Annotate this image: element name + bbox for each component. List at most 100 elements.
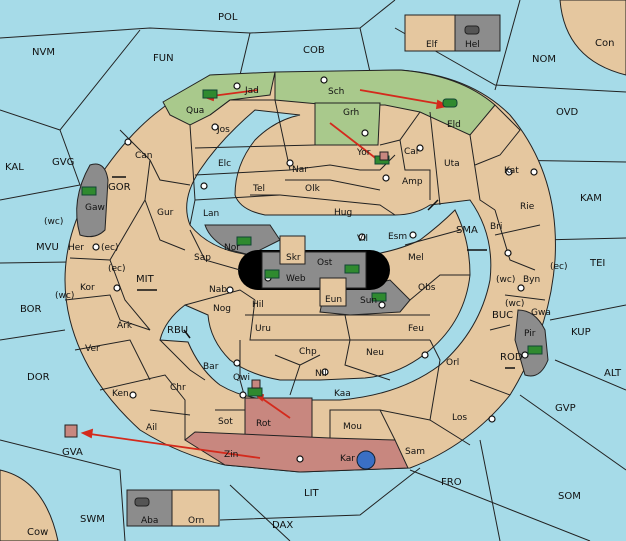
army-icon (527, 345, 543, 355)
map-label: DAX (272, 520, 293, 531)
map-label: Rot (256, 419, 271, 429)
map-label: Sun (360, 296, 377, 306)
map-label: LIT (304, 488, 320, 499)
map-label: Bar (203, 362, 219, 372)
map-label: Sap (194, 253, 211, 263)
fleet-icon (442, 98, 458, 108)
units (64, 25, 543, 507)
map-label: NVM (32, 47, 55, 58)
target-marker-icon (64, 424, 78, 438)
map-label: Hug (334, 208, 352, 218)
map-label: Qua (186, 106, 204, 116)
map-label: Los (452, 413, 467, 423)
map-label: Qwi (233, 373, 250, 383)
region-pir[interactable] (514, 309, 549, 377)
map-label: Aba (141, 516, 158, 526)
map-label: OVD (556, 107, 579, 118)
map-label: BOR (20, 304, 42, 315)
map-label: Pir (524, 329, 536, 339)
map-label: Kar (340, 454, 355, 464)
army-icon (236, 236, 252, 246)
map-label: Jad (244, 86, 259, 96)
map-label: Chp (299, 347, 317, 357)
map-label: MVU (36, 242, 59, 253)
map-label: Hil (252, 300, 264, 310)
map-label: (wc) (44, 217, 63, 227)
map-label: (wc) (55, 291, 74, 301)
map-label: Ail (146, 423, 157, 433)
map-label: Her (68, 243, 84, 253)
region-eun[interactable] (319, 277, 347, 307)
map-label: Zin (224, 450, 238, 460)
map-label: SMA (456, 225, 478, 236)
map-label: Eun (325, 295, 342, 305)
army-icon (344, 264, 360, 274)
map-label: Ost (317, 258, 333, 268)
map-label: (ec) (101, 243, 119, 253)
map-label: Elf (426, 40, 438, 50)
map-label: Kor (80, 283, 95, 293)
map-label: Bri (490, 222, 502, 232)
map-label: Skr (286, 253, 301, 263)
map-label: COB (303, 45, 325, 56)
map-label: Gaw (85, 203, 105, 213)
map-label: Orl (446, 358, 459, 368)
map-label: Car (404, 147, 420, 157)
map-label: Tel (252, 184, 265, 194)
map-label: Nar (292, 165, 308, 175)
region-sch-eld[interactable] (274, 69, 496, 136)
map-label: Neu (366, 348, 384, 358)
army-icon (81, 186, 97, 196)
map-label: ROD (500, 352, 523, 363)
map-label: (ec) (108, 264, 126, 274)
region-borders (64, 99, 546, 446)
map-label: Gwa (531, 308, 551, 318)
map-label: SOM (558, 491, 581, 502)
map-label: POL (218, 12, 238, 23)
map-label: Ver (85, 344, 100, 354)
army-icon (202, 89, 218, 99)
map-label: Sch (328, 87, 344, 97)
map-label: Esm (388, 232, 407, 242)
map-label: Sot (218, 417, 233, 427)
map-label: Vil (357, 234, 368, 244)
map-label: Nor (224, 243, 240, 253)
map-label: Chr (170, 383, 186, 393)
region-gaw[interactable] (76, 163, 109, 238)
region-orn[interactable] (171, 489, 220, 527)
map-label: DOR (27, 372, 50, 383)
map-label: Grh (343, 108, 359, 118)
fleet-icon (134, 497, 150, 507)
region-zin-kar[interactable] (184, 431, 409, 473)
map-label: MIT (136, 274, 155, 285)
map-label: GVA (62, 447, 83, 458)
map-label: Obs (418, 283, 436, 293)
region-skr[interactable] (279, 235, 306, 265)
map-label: Nog (213, 304, 231, 314)
map-label: Con (595, 38, 614, 49)
map-label: Cow (27, 527, 48, 538)
map-label: Ken (112, 389, 129, 399)
army-icon (371, 292, 387, 302)
map-label: TEI (589, 258, 605, 269)
map-label: KAM (580, 193, 602, 204)
map-label: NOM (532, 54, 556, 65)
map-label: KUP (571, 327, 591, 338)
map-label: Olk (305, 184, 321, 194)
map-label: FUN (153, 53, 174, 64)
map-label: Uta (444, 159, 460, 169)
straits (112, 176, 515, 369)
map-label: RBU (167, 325, 188, 336)
target-marker-icon (251, 379, 261, 389)
army-icon (247, 387, 263, 397)
coast-labels: (wc) (ec) (ec) (wc) (wc) (ec) (wc) (44, 217, 568, 309)
map-label: GVG (52, 157, 74, 168)
map-label: KAL (5, 162, 24, 173)
map-label: GVP (555, 403, 576, 414)
map-label: Orn (188, 516, 204, 526)
map-label: Elc (218, 159, 231, 169)
map-label: Nil (315, 369, 327, 379)
map-label: Jos (216, 125, 230, 135)
map-label: Amp (402, 177, 423, 187)
